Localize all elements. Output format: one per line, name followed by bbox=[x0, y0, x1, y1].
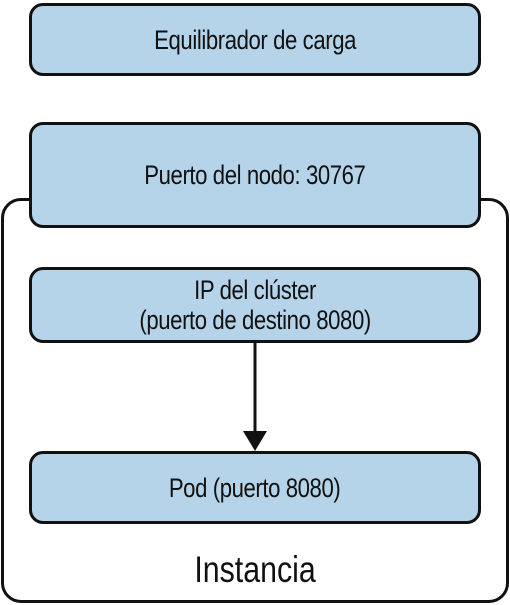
cluster-ip-label: IP del clúster (puerto de destino 8080) bbox=[139, 275, 371, 335]
cluster-ip-box: IP del clúster (puerto de destino 8080) bbox=[29, 267, 481, 343]
node-port-box: Puerto del nodo: 30767 bbox=[29, 122, 481, 228]
instance-label: Instancia bbox=[0, 548, 510, 592]
load-balancer-box: Equilibrador de carga bbox=[29, 3, 481, 76]
load-balancer-label: Equilibrador de carga bbox=[154, 24, 356, 55]
instance-container bbox=[1, 198, 509, 603]
node-port-label: Puerto del nodo: 30767 bbox=[144, 160, 366, 190]
instance-label-text: Instancia bbox=[194, 549, 316, 590]
pod-label: Pod (puerto 8080) bbox=[169, 472, 341, 503]
pod-box: Pod (puerto 8080) bbox=[29, 451, 481, 524]
